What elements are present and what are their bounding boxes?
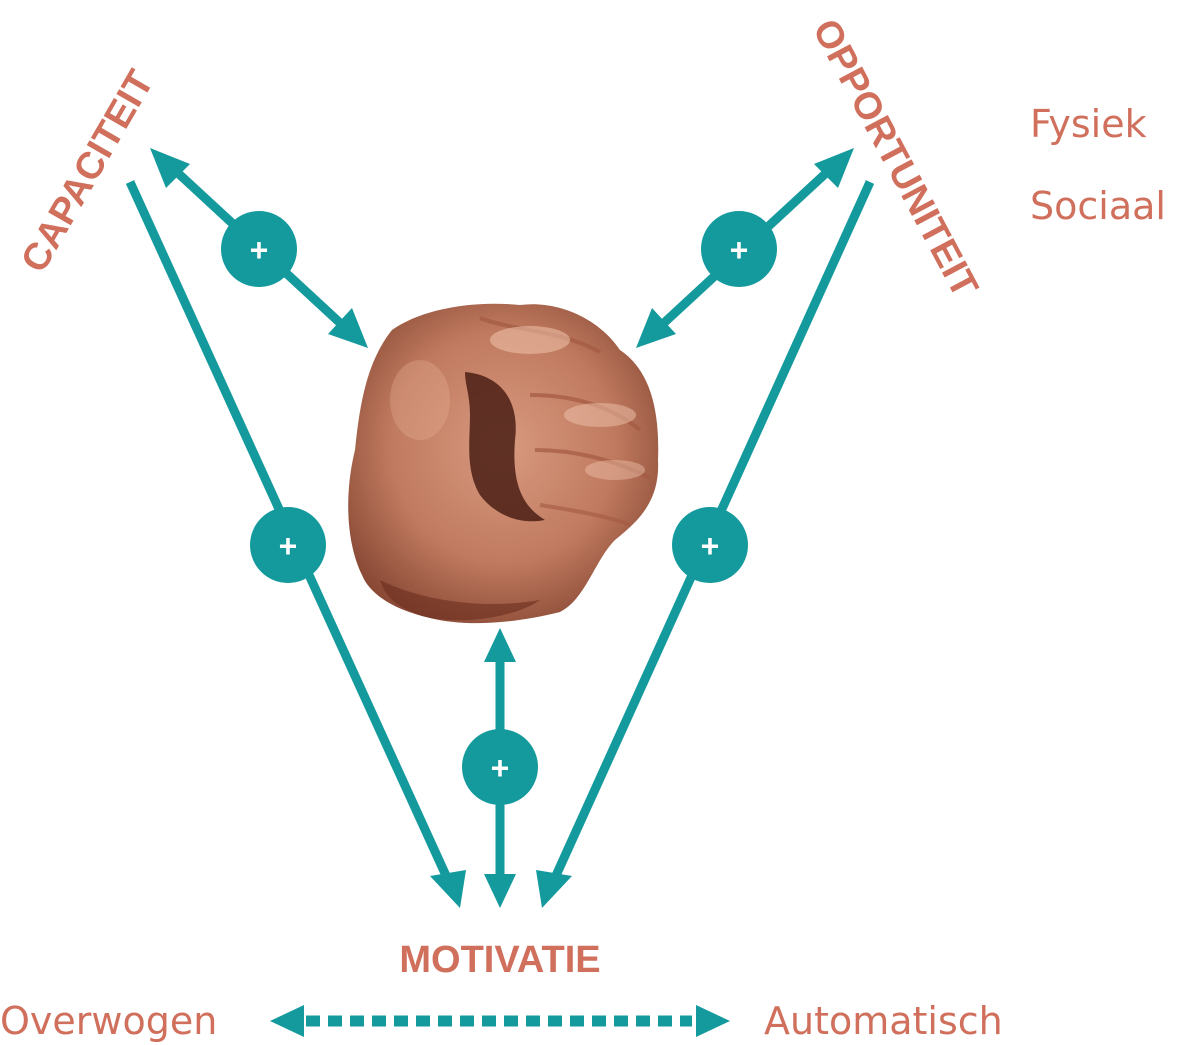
fysiek-label: Fysiek: [1030, 102, 1147, 146]
plus-icon: [221, 211, 297, 287]
arrowhead-icon: [270, 1005, 304, 1037]
arrowhead-icon: [484, 874, 516, 908]
plus-node-capaciteit-motivatie: +: [250, 507, 326, 583]
overwogen-automatisch-spectrum: [270, 1005, 730, 1037]
plus-nodes: + + + + +: [221, 211, 777, 805]
arrowhead-icon: [814, 148, 854, 188]
plus-symbol: +: [730, 232, 749, 268]
plus-symbol: +: [279, 528, 298, 564]
plus-node-capaciteit-fist: +: [221, 211, 297, 287]
arrowhead-icon: [150, 148, 190, 188]
plus-symbol: +: [250, 232, 269, 268]
plus-node-fist-motivatie: +: [462, 729, 538, 805]
clenched-fist-image: [348, 303, 659, 624]
automatisch-label: Automatisch: [764, 999, 1003, 1043]
arrowhead-icon: [328, 308, 368, 348]
plus-node-opportuniteit-fist: +: [701, 211, 777, 287]
arrowhead-icon: [484, 628, 516, 662]
plus-icon: [701, 211, 777, 287]
plus-symbol: +: [701, 528, 720, 564]
capaciteit-label: CAPACITEIT: [13, 63, 162, 279]
arrowhead-icon: [430, 870, 466, 908]
arrowhead-icon: [636, 308, 676, 348]
plus-symbol: +: [491, 750, 510, 786]
plus-icon: [672, 507, 748, 583]
arrowhead-icon: [696, 1005, 730, 1037]
plus-icon: [250, 507, 326, 583]
motivatie-label: MOTIVATIE: [399, 939, 600, 981]
plus-node-opportuniteit-motivatie: +: [672, 507, 748, 583]
arrowhead-icon: [536, 870, 572, 908]
plus-icon: [462, 729, 538, 805]
overwogen-label: Overwogen: [0, 999, 217, 1043]
sociaal-label: Sociaal: [1030, 184, 1166, 228]
